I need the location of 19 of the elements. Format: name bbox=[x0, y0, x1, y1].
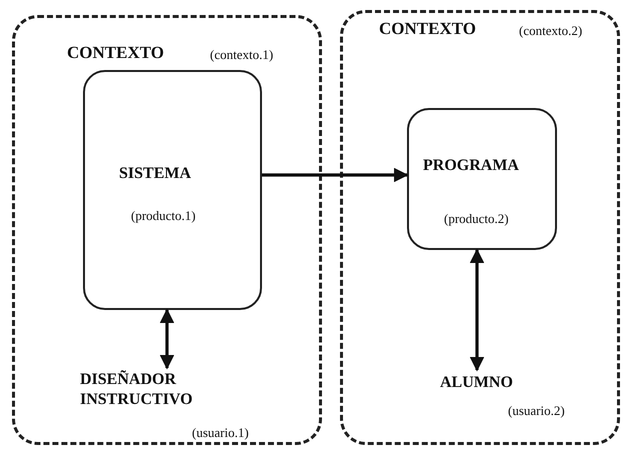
arrow bbox=[160, 308, 174, 370]
arrow bbox=[262, 168, 408, 182]
node-subtitle: (contexto.2) bbox=[519, 23, 582, 40]
context-frame bbox=[340, 10, 620, 445]
node-title: CONTEXTO bbox=[379, 18, 476, 40]
node-title: CONTEXTO bbox=[67, 42, 164, 64]
node-title: DISEÑADOR INSTRUCTIVO bbox=[80, 370, 194, 410]
node-title: SISTEMA bbox=[119, 164, 192, 184]
process-box bbox=[83, 70, 262, 310]
node-subtitle: (producto.2) bbox=[444, 211, 509, 228]
node-title: PROGRAMA bbox=[423, 156, 519, 176]
node-subtitle: (usuario.1) bbox=[192, 425, 249, 442]
node-subtitle: (contexto.1) bbox=[210, 47, 274, 64]
node-title: ALUMNO bbox=[440, 373, 513, 393]
context-frame bbox=[12, 15, 322, 445]
process-box bbox=[407, 108, 557, 250]
node-subtitle: (producto.1) bbox=[131, 208, 196, 224]
node-subtitle: (usuario.2) bbox=[508, 403, 565, 420]
arrow bbox=[470, 248, 484, 372]
